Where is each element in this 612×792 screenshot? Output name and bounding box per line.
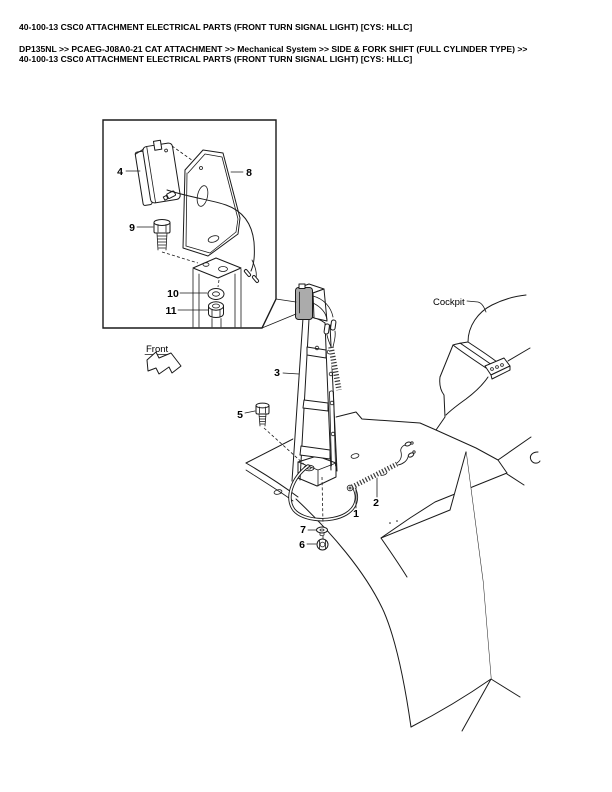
lamp-4 xyxy=(134,139,181,206)
front-label: Front xyxy=(146,344,169,355)
cockpit xyxy=(436,295,530,430)
part-label-10: 10 xyxy=(167,288,179,300)
part-label-8: 8 xyxy=(246,167,252,179)
nut-6 xyxy=(317,536,328,550)
part-label-9: 9 xyxy=(129,222,135,234)
harness-2 xyxy=(347,441,415,491)
fender xyxy=(296,452,491,727)
part-label-5: 5 xyxy=(237,409,243,421)
page-title: 40-100-13 CSC0 ATTACHMENT ELECTRICAL PAR… xyxy=(19,22,413,32)
mast-top-column xyxy=(193,258,241,327)
breadcrumb: DP135NL >> PCAEG-J08A0-21 CAT ATTACHMENT… xyxy=(19,44,594,65)
bracket-8 xyxy=(183,150,240,256)
breadcrumb-line-1: DP135NL >> PCAEG-J08A0-21 CAT ATTACHMENT… xyxy=(19,43,528,54)
washer-7 xyxy=(317,477,328,536)
leader-lines xyxy=(126,171,377,544)
washer-10 xyxy=(208,289,224,300)
part-label-3: 3 xyxy=(274,367,280,379)
part-label-7: 7 xyxy=(300,524,306,536)
part-label-2: 2 xyxy=(373,497,379,509)
breadcrumb-line-2: 40-100-13 CSC0 ATTACHMENT ELECTRICAL PAR… xyxy=(19,53,413,64)
part-label-4: 4 xyxy=(117,166,123,178)
cockpit-label: Cockpit xyxy=(433,297,465,308)
part-label-6: 6 xyxy=(299,539,305,551)
bolt-9 xyxy=(154,220,198,264)
bolt-5 xyxy=(256,403,306,466)
mast-3 xyxy=(290,284,338,486)
signal-light xyxy=(296,284,313,320)
front-arrow xyxy=(145,352,181,374)
nut-11 xyxy=(209,302,224,318)
cockpit-connector xyxy=(485,348,530,379)
part-label-1: 1 xyxy=(353,508,359,520)
part-label-11: 11 xyxy=(165,305,176,317)
